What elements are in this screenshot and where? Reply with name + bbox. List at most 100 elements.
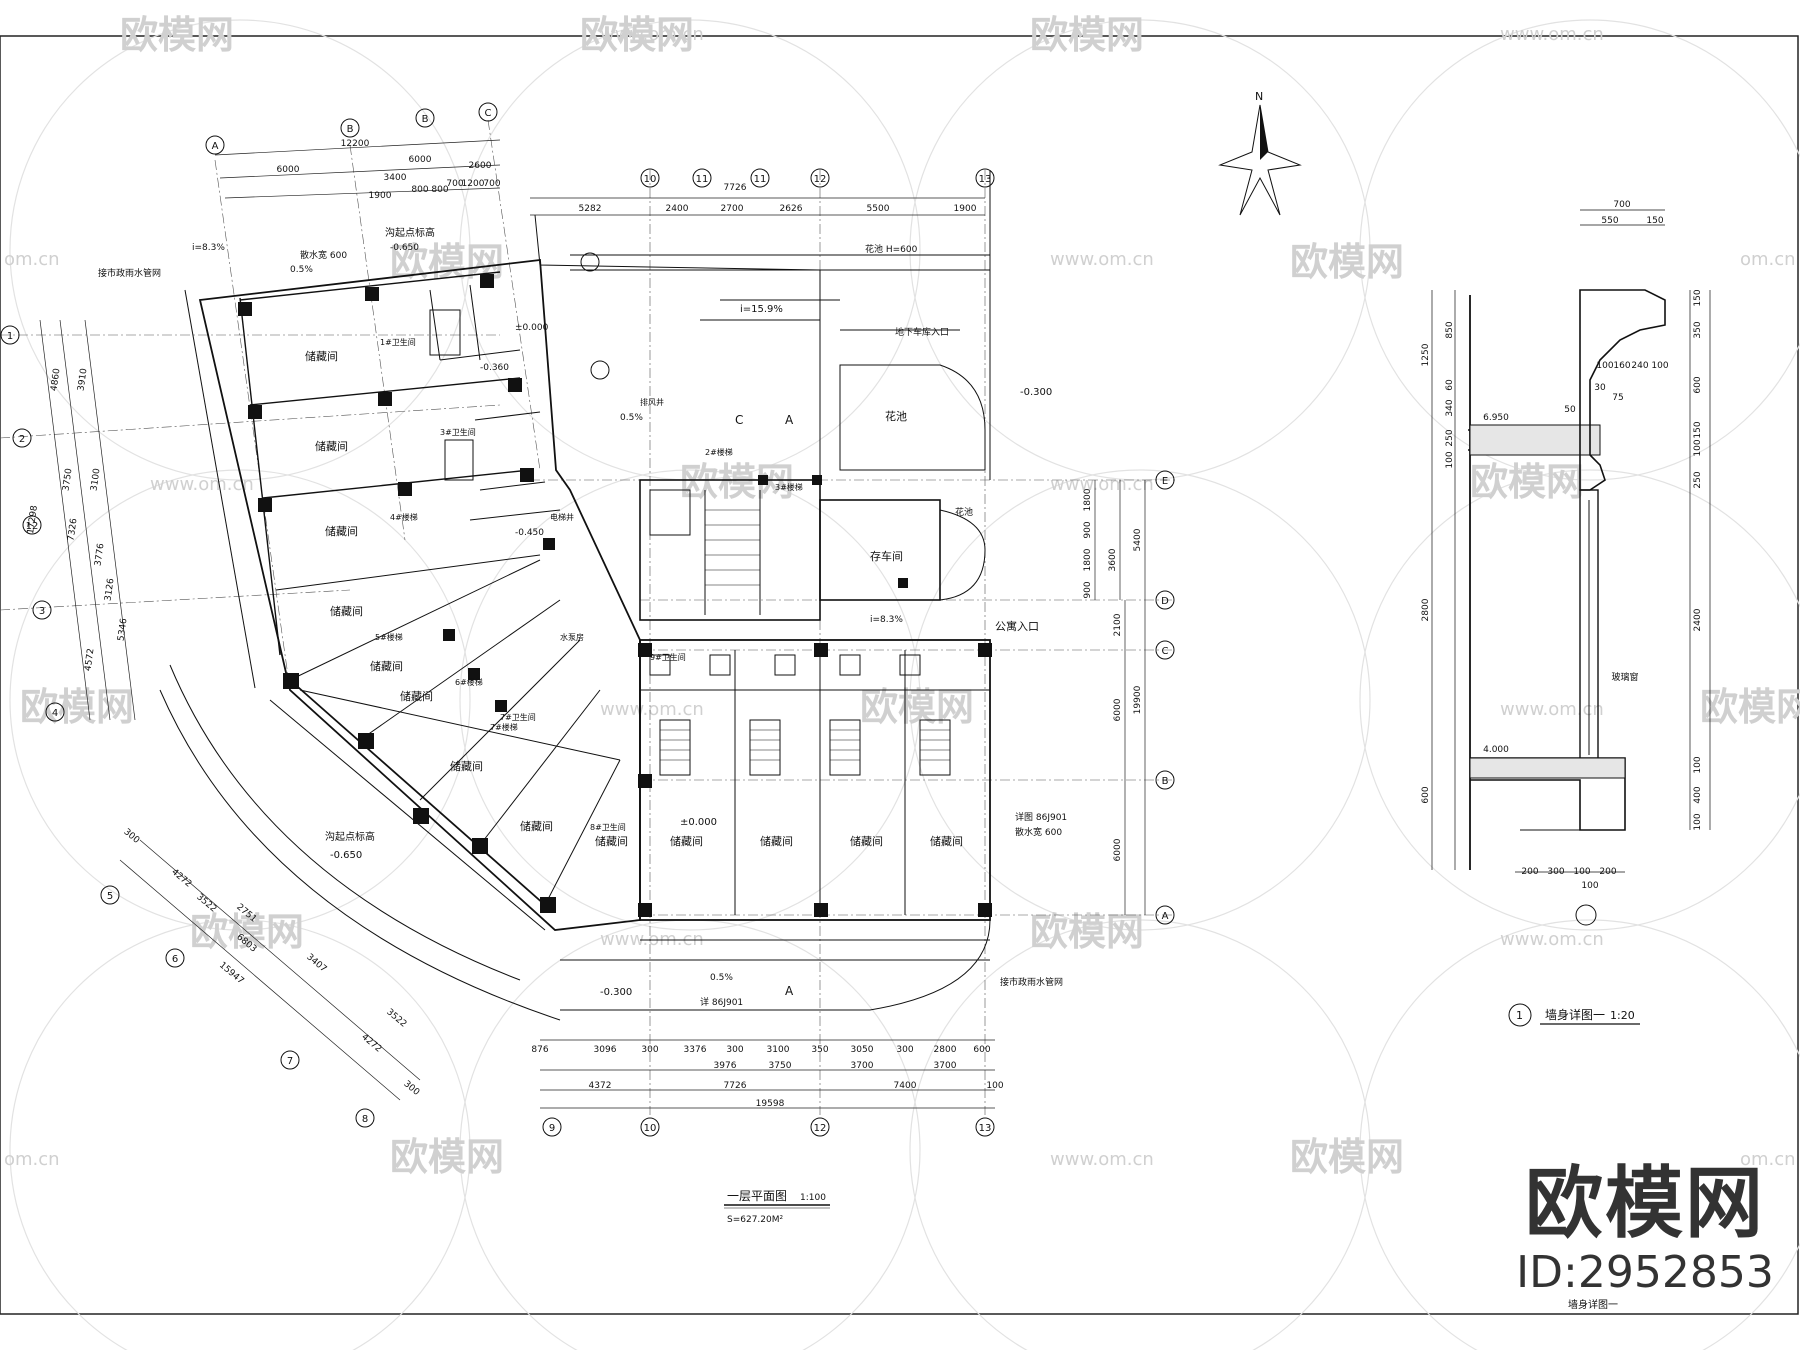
dim-text: 7326	[66, 517, 79, 541]
dim-text: 1900	[369, 191, 392, 201]
grid-label: 4	[52, 708, 58, 719]
grid-labels: A B B C 10 11 11 12 13 1 2 12 3 4 5 6 7 …	[7, 108, 1169, 1134]
dim-text: 250	[1445, 429, 1455, 446]
stair: 6#楼梯	[455, 677, 483, 687]
dim-text: 700	[446, 179, 463, 189]
dim-text: 100	[986, 1081, 1003, 1091]
label-drain: 接市政雨水管网	[1000, 976, 1063, 988]
dim-text: 2400	[1693, 608, 1703, 631]
watermark-brand: 欧模网	[1030, 910, 1144, 954]
level-zero: ±0.000	[515, 323, 549, 333]
watermark-brand: 欧模网	[1290, 1135, 1404, 1179]
dim-text: 7726	[724, 183, 747, 193]
dim-text: 75	[1612, 393, 1623, 403]
label-ditch: 沟起点标高	[385, 226, 435, 239]
label-entrance-public: 公寓入口	[995, 619, 1039, 633]
grid-label: 11	[754, 174, 767, 185]
dim-text: 800	[431, 185, 448, 195]
dim-text: 3750	[769, 1061, 792, 1071]
detail-note: 墙身详图一	[1568, 1298, 1618, 1311]
level-minus300: -0.300	[600, 987, 632, 998]
detail-title: 墙身详图一	[1545, 1007, 1605, 1022]
grid-label: B	[1162, 776, 1169, 787]
room-storage: 储藏间	[670, 834, 703, 848]
level-zero: ±0.000	[680, 817, 717, 828]
dim-text: 300	[121, 827, 141, 846]
dim-text: 160	[1613, 361, 1630, 371]
compass-n: N	[1255, 90, 1263, 103]
stair: 5#楼梯	[375, 632, 403, 642]
watermark-url: www.om.cn	[600, 24, 704, 45]
dim-text: 2100	[1113, 613, 1123, 636]
level-text: 4.000	[1483, 745, 1509, 755]
dim-text: 3776	[93, 542, 106, 566]
dim-text: 1900	[954, 204, 977, 214]
dim-text: 600	[1693, 376, 1703, 393]
plan-area: S=627.20M²	[727, 1215, 784, 1225]
room-storage: 储藏间	[450, 759, 483, 773]
grid-label: 11	[696, 174, 709, 185]
dim-text: 600	[973, 1045, 990, 1055]
detail-title-block: 1 墙身详图一 1:20 墙身详图一	[1508, 1003, 1640, 1311]
dim-text: 17298	[26, 505, 40, 535]
dim-text: 5282	[579, 204, 602, 214]
watermark-brand: 欧模网	[1470, 460, 1584, 504]
dim-text: 3126	[103, 577, 116, 601]
label-drain: 接市政雨水管网	[98, 267, 161, 279]
dim-text: 3700	[934, 1061, 957, 1071]
dim-text: 50	[1564, 405, 1576, 415]
grid-label: 12	[26, 521, 39, 532]
grid-label: 13	[979, 1123, 992, 1134]
room-toilet: 1#卫生间	[380, 337, 416, 347]
dim-text: 3522	[384, 1007, 408, 1029]
dim-text: 2800	[1421, 598, 1431, 621]
stair: 2#楼梯	[705, 447, 733, 457]
watermark-brand: 欧模网	[1290, 240, 1404, 284]
dim-text: 3400	[384, 173, 407, 183]
dim-text: 400	[1693, 786, 1703, 803]
room-toilet: 8#卫生间	[590, 822, 626, 832]
dim-text: 550	[1601, 216, 1618, 226]
dim-text: 2400	[666, 204, 689, 214]
dim-text: 2800	[934, 1045, 957, 1055]
dim-text: 100	[1596, 361, 1613, 371]
section-mark-c: C	[735, 413, 743, 427]
watermark-url-short: om.cn	[4, 1149, 60, 1170]
dim-text: 100	[1693, 439, 1703, 456]
grid-label: 3	[39, 606, 45, 617]
room-pump: 水泵房	[560, 632, 584, 642]
plan-title-block: 一层平面图 1:100 S=627.20M²	[724, 1189, 830, 1225]
watermark-url: www.om.cn	[1050, 474, 1154, 495]
grid-label: C	[1162, 646, 1169, 657]
room-garden: 花池	[885, 410, 907, 423]
room-storage: 储藏间	[400, 689, 433, 703]
label-slope: i=15.9%	[740, 304, 783, 315]
dim-text: 12200	[341, 139, 370, 149]
dim-text: 3407	[304, 952, 328, 974]
dim-text: 3700	[851, 1061, 874, 1071]
dim-text: 200	[1521, 867, 1538, 877]
room-storage: 储藏间	[850, 834, 883, 848]
detail-scale: 1:20	[1610, 1009, 1635, 1022]
dimension-texts: 12200 6000 6000 2600 3400 1900 800 800 7…	[26, 139, 1143, 1109]
room-storage: 储藏间	[325, 524, 358, 538]
label-flower-h: 花池 H=600	[865, 243, 918, 255]
dim-text: 5346	[116, 617, 129, 641]
dim-text: 4860	[49, 367, 62, 391]
dim-text: 100	[1693, 813, 1703, 830]
dim-text: 19900	[1133, 685, 1143, 714]
dim-text: 5400	[1133, 528, 1143, 551]
dim-text: 1250	[1421, 343, 1431, 366]
dim-text: 7726	[724, 1081, 747, 1091]
dim-text: 300	[726, 1045, 743, 1055]
dim-text: 3100	[89, 467, 102, 491]
dim-text: 3600	[1108, 548, 1118, 571]
sheet-border	[0, 35, 1799, 1315]
level-minus300: -0.300	[1020, 387, 1052, 398]
room-storage: 储藏间	[370, 659, 403, 673]
section-mark-a: A	[785, 413, 794, 427]
dim-text: 100	[1573, 867, 1590, 877]
watermark-url: www.om.cn	[1500, 929, 1604, 950]
dim-text: 250	[1693, 471, 1703, 488]
dim-text: 700	[1613, 200, 1630, 210]
